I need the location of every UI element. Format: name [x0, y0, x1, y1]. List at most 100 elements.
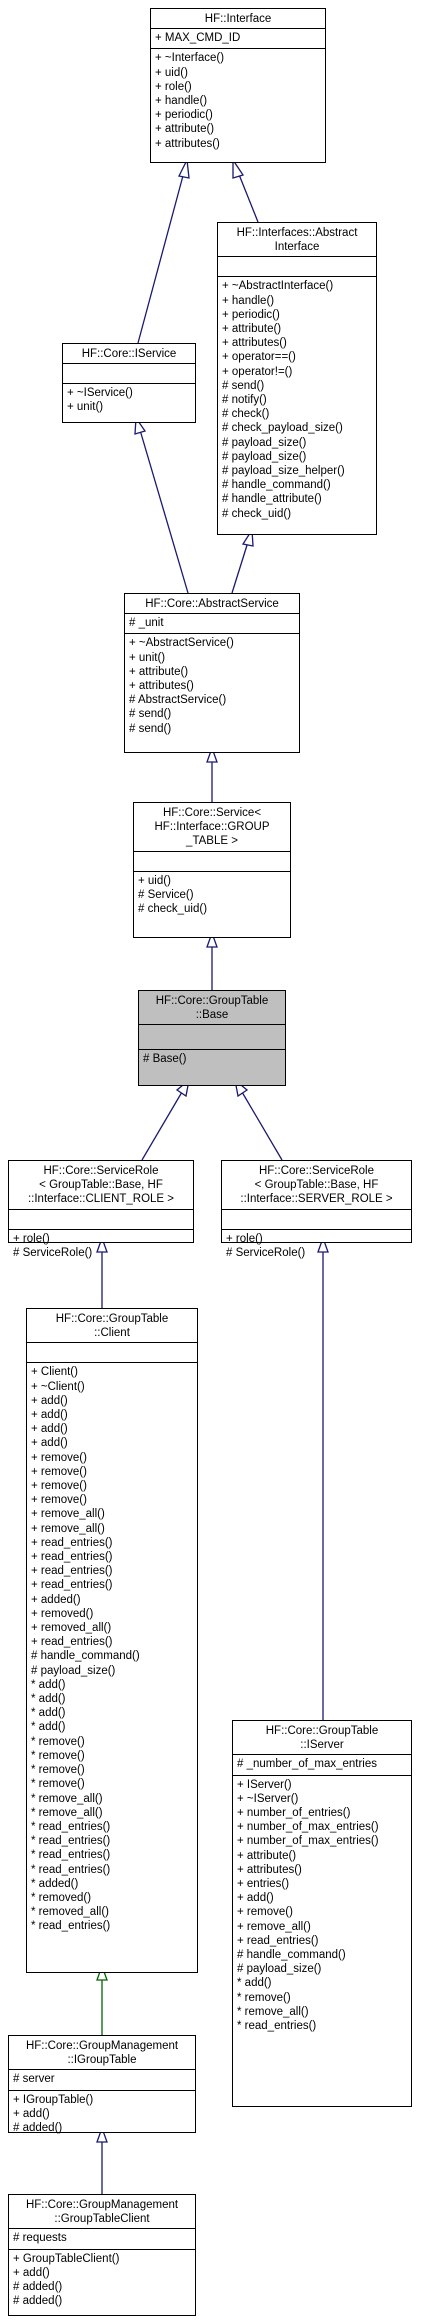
method-item: # send(): [222, 379, 265, 392]
method-item: + number_of_max_entries(): [237, 1821, 379, 1834]
method-item: + attributes(): [129, 680, 194, 693]
method-item: * add(): [31, 1721, 66, 1734]
method-item: # check_uid(): [222, 507, 292, 520]
class-box-service-role-client[interactable]: HF::Core::ServiceRole< GroupTable::Base,…: [8, 1160, 194, 1259]
method-section: + role()# ServiceRole(): [222, 1230, 411, 1263]
method-item: + read_entries(): [31, 1579, 113, 1592]
class-name: HF::Core::Service<HF::Interface::GROUP_T…: [134, 803, 290, 852]
attribute-section: [218, 257, 376, 278]
method-section: + IServer()+ ~IServer()+ number_of_entri…: [233, 1776, 411, 2037]
method-item: + uid(): [138, 874, 171, 887]
arrowhead: [206, 746, 218, 763]
method-item: + add(): [31, 1423, 68, 1436]
arrowhead: [96, 2126, 108, 2143]
method-item: # payload_size(): [222, 436, 307, 449]
class-name-line: HF::Interfaces::Abstract: [236, 227, 358, 239]
method-item: # handle_command(): [31, 1650, 140, 1663]
method-item: + operator==(): [222, 351, 296, 364]
arrowhead: [206, 931, 218, 948]
class-name: HF::Core::GroupManagement::IGroupTable: [9, 2036, 195, 2071]
class-box-iservice[interactable]: HF::Core::IService+ ~IService()+ unit(): [62, 343, 196, 423]
method-item: + unit(): [67, 401, 104, 414]
class-name-line: HF::Core::GroupManagement: [25, 2199, 179, 2211]
method-item: * add(): [237, 1977, 272, 1990]
method-item: + number_of_entries(): [237, 1807, 351, 1820]
method-item: # added(): [13, 2122, 63, 2135]
class-name-line: HF::Core::ServiceRole: [43, 1165, 159, 1177]
method-section: + uid()# Service()# check_uid(): [134, 872, 290, 920]
attribute-section: # server: [9, 2070, 195, 2091]
method-item: # payload_size(): [31, 1664, 116, 1677]
method-item: + role(): [226, 1232, 263, 1245]
method-item: + ~Client(): [31, 1380, 85, 1393]
method-item: + add(): [31, 1437, 68, 1450]
class-name: HF::Core::ServiceRole< GroupTable::Base,…: [9, 1161, 193, 1210]
method-item: # send(): [129, 708, 172, 721]
class-name-line: ::GroupTableClient: [54, 2213, 150, 2226]
method-item: + remove(): [31, 1494, 87, 1507]
method-item: # AbstractService(): [129, 694, 227, 707]
method-item: + read_entries(): [31, 1551, 113, 1564]
attribute-section: [134, 852, 290, 872]
method-item: + periodic(): [155, 109, 213, 122]
class-box-group-table-base[interactable]: HF::Core::GroupTable::Base# Base(): [138, 990, 286, 1086]
attribute-section: # _number_of_max_entries: [233, 1755, 411, 1776]
method-item: + handle(): [155, 95, 208, 108]
method-item: + unit(): [129, 651, 166, 664]
method-item: + entries(): [237, 1878, 290, 1891]
class-box-service-role-server[interactable]: HF::Core::ServiceRole< GroupTable::Base,…: [221, 1160, 412, 1259]
method-item: * remove_all(): [31, 1792, 103, 1805]
class-box-group-table-client-mgmt[interactable]: HF::Core::GroupManagement::GroupTableCli…: [8, 2194, 196, 2316]
method-section: + role()# ServiceRole(): [9, 1230, 193, 1263]
class-box-service[interactable]: HF::Core::Service<HF::Interface::GROUP_T…: [133, 802, 291, 938]
class-name: HF::Core::GroupTable::IServer: [233, 1721, 411, 1756]
class-name-line: HF::Core::GroupTable: [265, 1725, 379, 1737]
method-item: + read_entries(): [31, 1565, 113, 1578]
class-box-group-table-iserver[interactable]: HF::Core::GroupTable::IServer# _number_o…: [232, 1720, 412, 2107]
method-item: + read_entries(): [31, 1636, 113, 1649]
method-item: * read_entries(): [31, 1920, 111, 1933]
method-item: + ~Interface(): [155, 52, 225, 65]
method-item: + remove(): [237, 1906, 293, 1919]
arrowhead: [96, 1236, 108, 1253]
method-item: * remove(): [31, 1764, 85, 1777]
class-box-abstract-service[interactable]: HF::Core::AbstractService# _unit+ ~Abstr…: [124, 593, 300, 753]
method-item: + IGroupTable(): [13, 2093, 94, 2106]
arrowhead: [317, 1236, 329, 1253]
method-item: # check_uid(): [138, 903, 208, 916]
method-item: + add(): [13, 2266, 50, 2279]
attribute-item: # requests: [13, 2232, 67, 2245]
method-section: + ~AbstractService()+ unit()+ attribute(…: [125, 634, 299, 738]
method-item: # handle_command(): [222, 479, 331, 492]
method-section: + IGroupTable()+ add()# added(): [9, 2091, 195, 2139]
arrowhead: [232, 157, 245, 179]
attribute-item: # _number_of_max_entries: [237, 1758, 377, 1771]
class-name-line: HF::Interface::GROUP: [154, 821, 270, 834]
method-item: + IServer(): [237, 1778, 292, 1791]
method-item: + remove_all(): [237, 1920, 311, 1933]
class-box-group-table-client[interactable]: HF::Core::GroupTable::Client+ Client()+ …: [26, 1308, 198, 1973]
method-item: # payload_size_helper(): [222, 465, 345, 478]
class-name: HF::Core::GroupTable::Base: [139, 991, 285, 1026]
class-name-line: HF::Core::GroupTable: [55, 1313, 169, 1325]
class-name: HF::Interface: [151, 9, 325, 30]
arrowhead: [178, 157, 190, 179]
method-item: * read_entries(): [31, 1835, 111, 1848]
class-box-igroup-table[interactable]: HF::Core::GroupManagement::IGroupTable# …: [8, 2035, 196, 2134]
method-item: + removed_all(): [31, 1622, 112, 1635]
method-item: + attribute(): [237, 1849, 297, 1862]
method-item: # check(): [222, 408, 270, 421]
class-name-line: HF::Core::AbstractService: [145, 598, 279, 610]
method-item: + remove(): [31, 1480, 87, 1493]
method-item: + ~AbstractInterface(): [222, 280, 334, 293]
method-item: + GroupTableClient(): [13, 2252, 120, 2265]
method-item: + add(): [31, 1394, 68, 1407]
attribute-section: # _unit: [125, 614, 299, 635]
attribute-section: [27, 1343, 197, 1364]
method-item: + role(): [13, 1232, 50, 1245]
method-item: + remove_all(): [31, 1508, 105, 1521]
class-box-interface[interactable]: HF::Interface+ MAX_CMD_ID+ ~Interface()+…: [150, 8, 326, 163]
method-item: + Client(): [31, 1366, 78, 1379]
